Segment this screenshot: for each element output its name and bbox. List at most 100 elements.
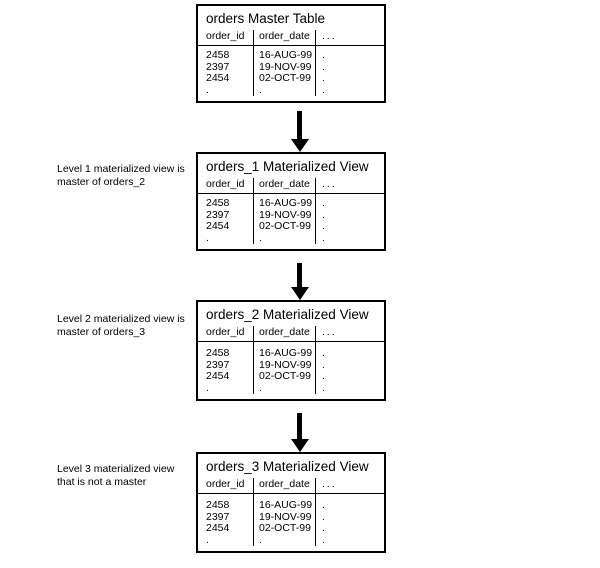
header-separator — [198, 45, 384, 46]
table-cell: . — [206, 533, 209, 546]
arrow-shaft — [297, 263, 302, 288]
table-cell: 16-AUG-99 — [259, 49, 313, 61]
table-cell: . — [259, 381, 262, 394]
table-box-orders-master: orders Master Table order_id order_date … — [196, 4, 386, 103]
table-title: orders Master Table — [206, 11, 326, 26]
table-cell: 19-NOV-99 — [259, 60, 312, 73]
column-header-order-id: order_id — [206, 326, 245, 338]
table-cell: 16-AUG-99 — [259, 499, 313, 511]
table-column-order-id: 2458 2397 2454 . — [198, 499, 253, 546]
table-cell: 2454 — [206, 72, 230, 84]
table-cell: . — [322, 347, 325, 359]
table-cell: . — [322, 220, 325, 232]
arrow-master-to-orders1 — [291, 111, 309, 152]
note-line: master of orders_2 — [57, 176, 146, 188]
table-cell: . — [322, 60, 325, 73]
table-header-row: order_id order_date ... — [198, 478, 384, 493]
arrow-shaft — [297, 111, 302, 140]
table-column-ellipsis: . . . . — [315, 197, 384, 244]
column-header-order-id: order_id — [206, 478, 245, 490]
table-cell: . — [322, 499, 325, 511]
table-cell: 2454 — [206, 522, 230, 534]
arrow-shaft — [297, 413, 302, 440]
note-line: Level 2 materialized view is — [57, 313, 185, 325]
table-cell: . — [322, 49, 325, 61]
table-cell: 16-AUG-99 — [259, 197, 313, 209]
table-cell: . — [206, 83, 209, 96]
table-cell: 2458 — [206, 49, 230, 61]
table-grid: order_id order_date ... 2458 2397 2454 .… — [198, 30, 384, 101]
table-cell: 2397 — [206, 510, 230, 523]
table-cell: 19-NOV-99 — [259, 510, 312, 523]
table-box-orders-3: orders_3 Materialized View order_id orde… — [196, 452, 386, 553]
column-header-ellipsis: ... — [322, 30, 337, 42]
table-cell: . — [322, 208, 325, 221]
table-header-row: order_id order_date ... — [198, 326, 384, 341]
note-line: that is not a master — [57, 476, 147, 488]
table-title: orders_3 Materialized View — [206, 459, 369, 474]
column-rule-2 — [315, 326, 316, 394]
table-grid: order_id order_date ... 2458 2397 2454 .… — [198, 178, 384, 249]
table-cell: 2397 — [206, 60, 230, 73]
table-cell: . — [322, 522, 325, 534]
arrow-orders2-to-orders3 — [291, 413, 309, 452]
table-column-order-date: 16-AUG-99 19-NOV-99 02-OCT-99 . — [253, 347, 315, 394]
table-header-row: order_id order_date ... — [198, 30, 384, 45]
table-cell: 02-OCT-99 — [259, 72, 311, 84]
table-body: 2458 2397 2454 . 16-AUG-99 19-NOV-99 02-… — [198, 342, 384, 399]
table-cell: . — [322, 358, 325, 371]
table-cell: 19-NOV-99 — [259, 208, 312, 221]
table-cell: 2458 — [206, 347, 230, 359]
table-column-order-id: 2458 2397 2454 . — [198, 197, 253, 244]
note-line: master of orders_3 — [57, 326, 146, 338]
header-separator — [198, 341, 384, 342]
table-cell: 2454 — [206, 220, 230, 232]
column-rule-1 — [253, 478, 254, 546]
table-cell: . — [322, 231, 325, 244]
table-cell: 2458 — [206, 499, 230, 511]
table-grid: order_id order_date ... 2458 2397 2454 .… — [198, 326, 384, 399]
table-column-order-date: 16-AUG-99 19-NOV-99 02-OCT-99 . — [253, 49, 315, 96]
table-cell: 2454 — [206, 370, 230, 382]
column-rule-2 — [315, 178, 316, 244]
table-column-ellipsis: . . . . — [315, 347, 384, 394]
header-separator — [198, 493, 384, 494]
table-cell: . — [322, 72, 325, 84]
table-column-order-id: 2458 2397 2454 . — [198, 347, 253, 394]
table-cell: . — [259, 231, 262, 244]
table-cell: . — [259, 83, 262, 96]
table-grid: order_id order_date ... 2458 2397 2454 .… — [198, 478, 384, 551]
table-body: 2458 2397 2454 . 16-AUG-99 19-NOV-99 02-… — [198, 46, 384, 101]
arrow-head-icon — [291, 439, 309, 452]
table-cell: . — [322, 510, 325, 523]
table-cell: . — [322, 197, 325, 209]
table-cell: 02-OCT-99 — [259, 220, 311, 232]
table-cell: 02-OCT-99 — [259, 522, 311, 534]
table-title: orders_1 Materialized View — [206, 159, 369, 174]
table-column-ellipsis: . . . . — [315, 49, 384, 96]
header-separator — [198, 193, 384, 194]
column-rule-2 — [315, 30, 316, 96]
table-column-ellipsis: . . . . — [315, 499, 384, 546]
table-column-order-date: 16-AUG-99 19-NOV-99 02-OCT-99 . — [253, 197, 315, 244]
table-cell: 2397 — [206, 358, 230, 371]
table-body: 2458 2397 2454 . 16-AUG-99 19-NOV-99 02-… — [198, 194, 384, 249]
table-cell: 02-OCT-99 — [259, 370, 311, 382]
table-header-row: order_id order_date ... — [198, 178, 384, 193]
table-cell: 16-AUG-99 — [259, 347, 313, 359]
table-box-orders-2: orders_2 Materialized View order_id orde… — [196, 300, 386, 401]
table-cell: . — [322, 370, 325, 382]
table-cell: . — [206, 231, 209, 244]
table-column-order-date: 16-AUG-99 19-NOV-99 02-OCT-99 . — [253, 499, 315, 546]
table-cell: 19-NOV-99 — [259, 358, 312, 371]
table-column-order-id: 2458 2397 2454 . — [198, 49, 253, 96]
note-level-2: Level 2 materialized view is master of o… — [57, 313, 197, 339]
table-cell: 2397 — [206, 208, 230, 221]
column-rule-2 — [315, 478, 316, 546]
note-line: Level 3 materialized view — [57, 463, 175, 475]
column-header-ellipsis: ... — [322, 478, 337, 490]
table-cell: . — [322, 83, 325, 96]
column-header-order-id: order_id — [206, 30, 245, 42]
column-header-ellipsis: ... — [322, 326, 337, 338]
column-rule-1 — [253, 30, 254, 96]
